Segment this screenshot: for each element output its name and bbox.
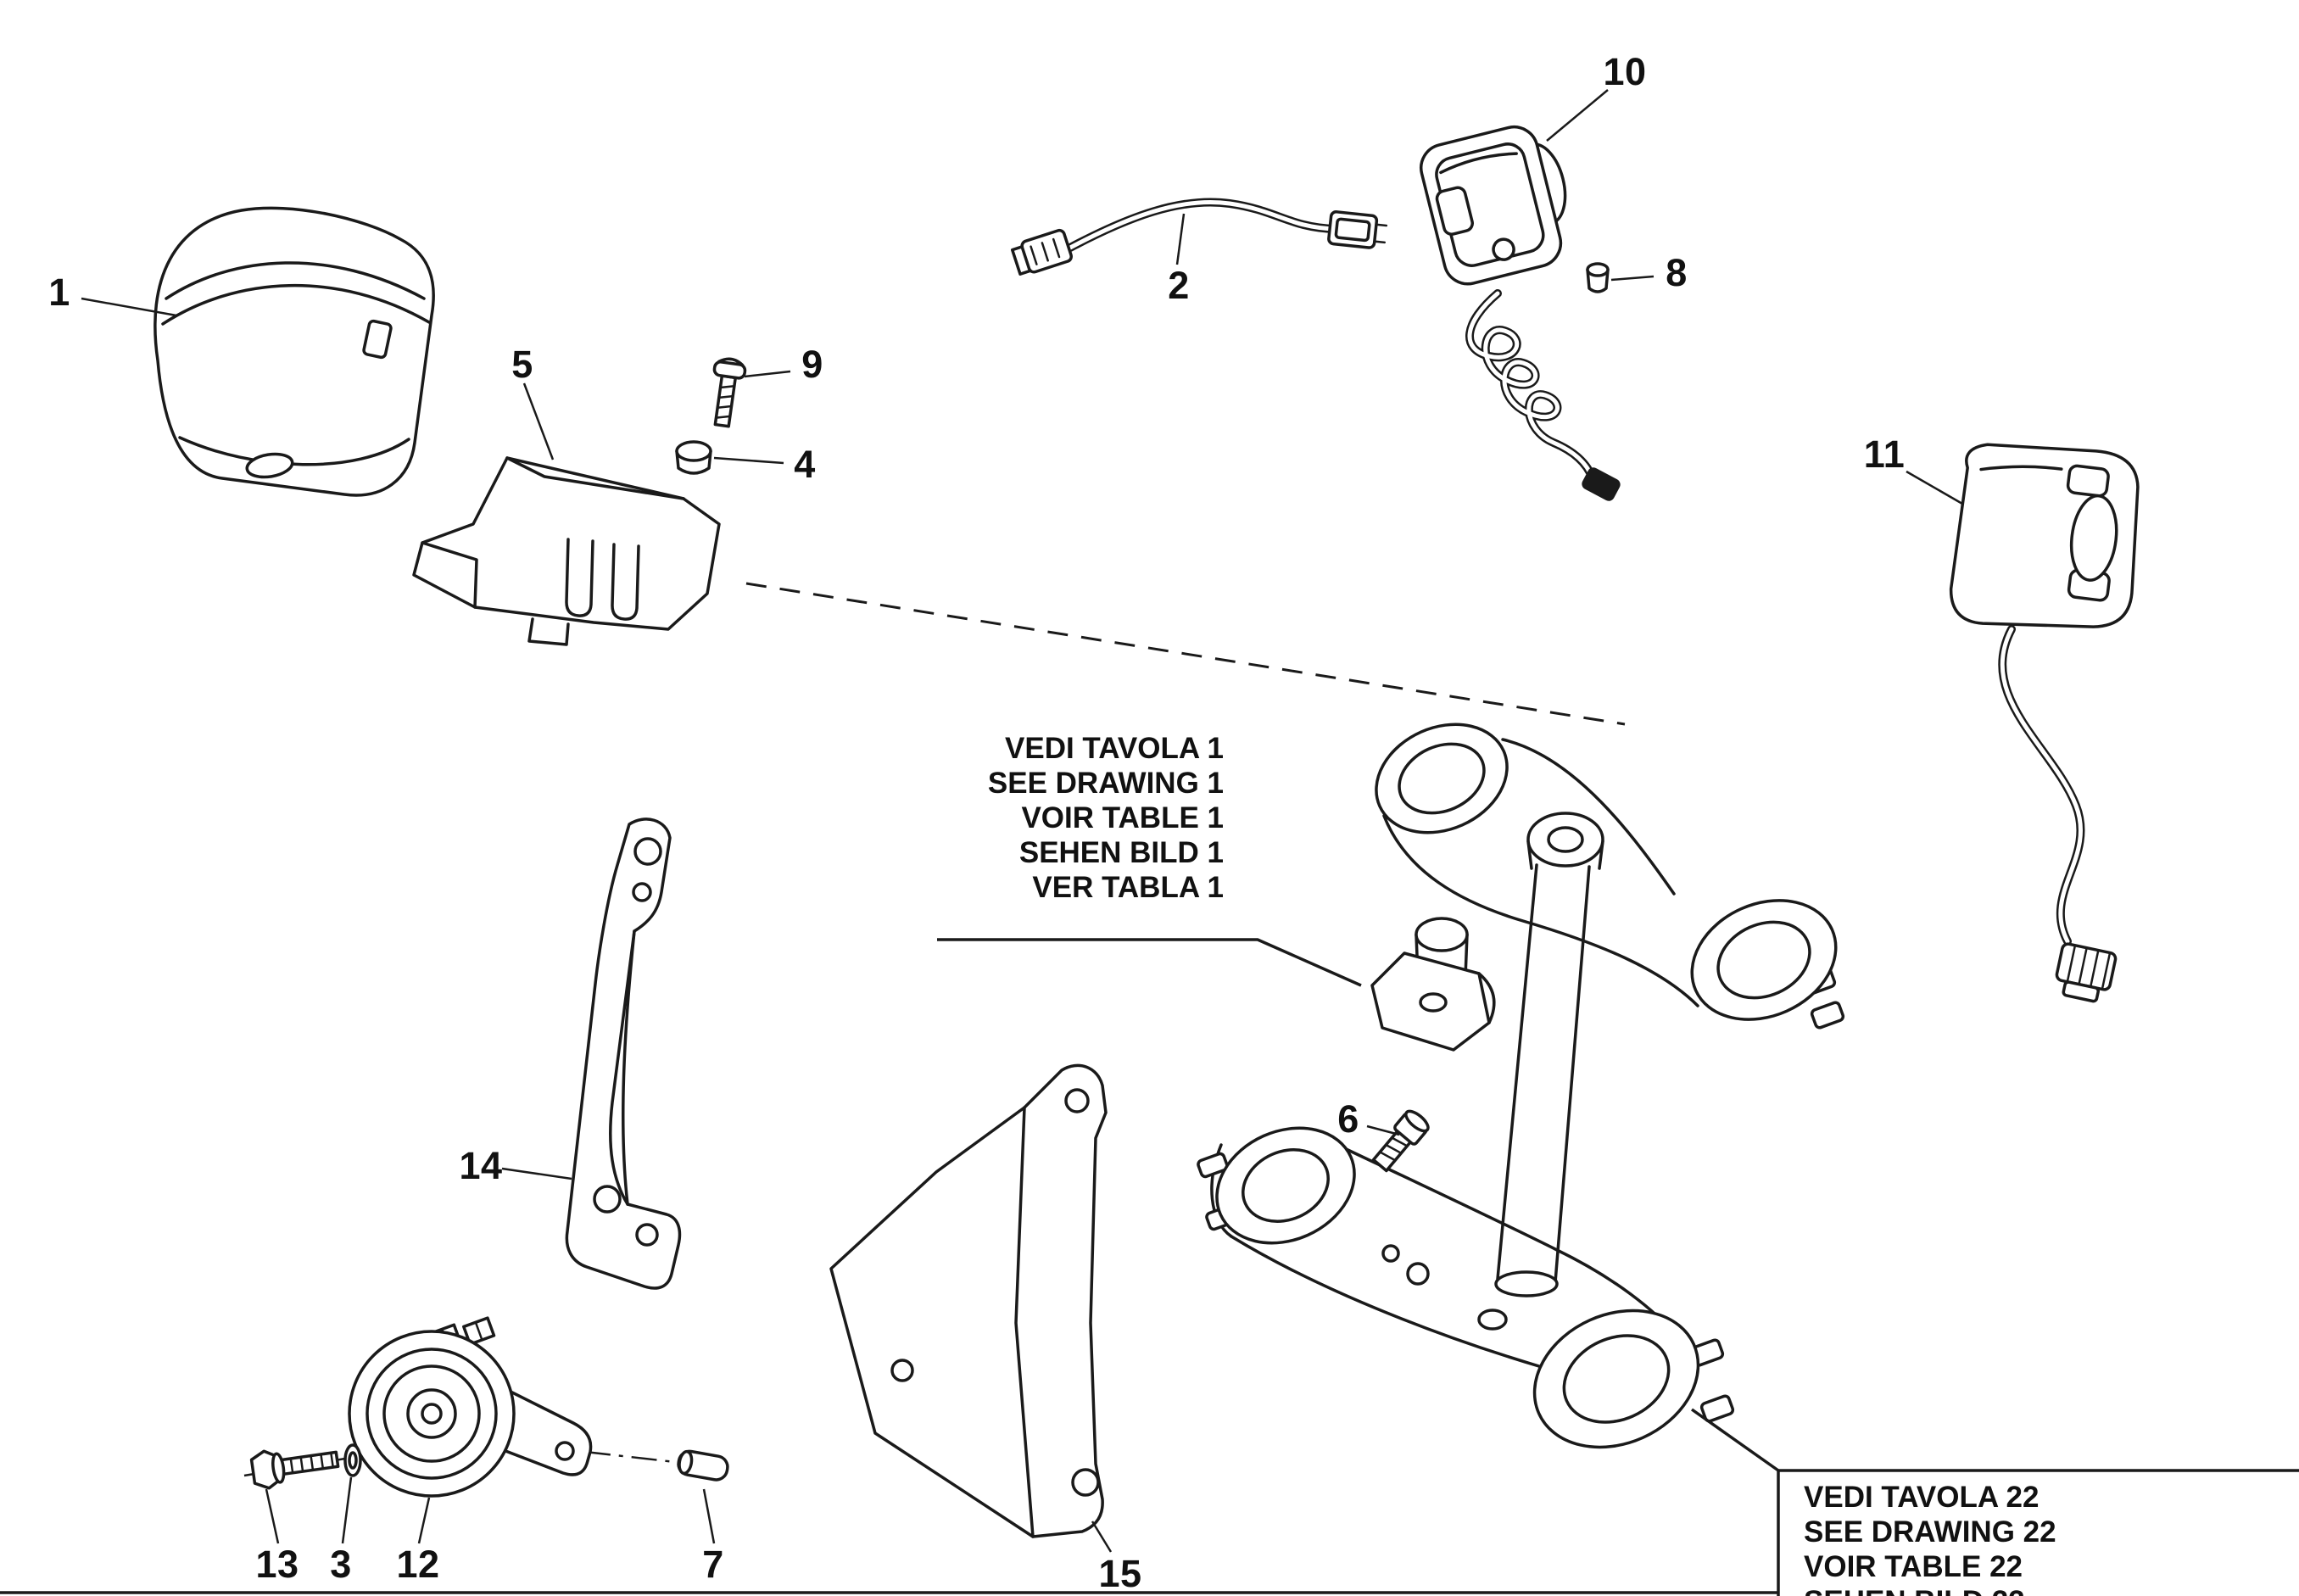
part-5-bracket bbox=[412, 456, 721, 646]
part-label-11: 11 bbox=[1863, 432, 1906, 476]
callout-22-line-de: SEHEN BILD 22 bbox=[1804, 1584, 2056, 1596]
part-label-13: 13 bbox=[255, 1543, 299, 1586]
callout-see-drawing-1: VEDI TAVOLA 1 SEE DRAWING 1 VOIR TABLE 1… bbox=[988, 731, 1224, 905]
ignition-lock-bracket bbox=[1370, 917, 1496, 1052]
part-label-12: 12 bbox=[396, 1543, 440, 1586]
part-label-6: 6 bbox=[1337, 1097, 1359, 1141]
callout-1-line-de: SEHEN BILD 1 bbox=[1018, 836, 1224, 869]
switch-cable-connector bbox=[2055, 942, 2118, 1003]
leader-13 bbox=[265, 1488, 280, 1544]
leader-7 bbox=[702, 1488, 716, 1544]
leader-14 bbox=[501, 1167, 572, 1180]
steering-stem-cap bbox=[1526, 812, 1604, 870]
callout-1-line-it: VEDI TAVOLA 1 bbox=[1005, 732, 1224, 765]
callout-1-line-fr: VOIR TABLE 1 bbox=[1021, 801, 1224, 834]
callout-1-line-es: VER TABLA 1 bbox=[1032, 871, 1224, 904]
top-yoke-left-ring bbox=[1375, 723, 1509, 834]
axis-line-spacer bbox=[584, 1450, 676, 1464]
cable-connector-right bbox=[1327, 210, 1388, 249]
leader-6 bbox=[1366, 1124, 1400, 1136]
part-9-screw bbox=[712, 357, 747, 428]
part-label-2: 2 bbox=[1168, 264, 1190, 307]
callout-22-pointer-line bbox=[1690, 1408, 1780, 1472]
part-label-7: 7 bbox=[702, 1543, 724, 1586]
part-8-fastener bbox=[1586, 262, 1610, 293]
part-label-10: 10 bbox=[1603, 50, 1647, 93]
triple-clamp-assembly bbox=[1197, 723, 1845, 1449]
top-yoke-right-ring bbox=[1690, 899, 1845, 1030]
part-label-8: 8 bbox=[1666, 251, 1688, 294]
leader-9 bbox=[744, 370, 791, 378]
part-label-3: 3 bbox=[330, 1543, 352, 1586]
leader-3 bbox=[341, 1476, 353, 1544]
callout-22-line-fr: VOIR TABLE 22 bbox=[1804, 1550, 2023, 1583]
part-label-5: 5 bbox=[511, 343, 533, 386]
part-label-14: 14 bbox=[459, 1144, 503, 1187]
leader-15 bbox=[1091, 1521, 1113, 1553]
part-2-cable bbox=[1010, 198, 1388, 276]
leader-8 bbox=[1610, 275, 1654, 282]
leader-lines bbox=[81, 89, 1963, 1553]
part-11-switch bbox=[1949, 443, 2140, 1003]
leader-5 bbox=[522, 382, 555, 460]
cable-connector-left bbox=[1010, 228, 1073, 276]
part-label-15: 15 bbox=[1098, 1552, 1142, 1595]
part-14-bracket bbox=[565, 818, 682, 1290]
callout-1-line-en: SEE DRAWING 1 bbox=[987, 767, 1224, 800]
part-10-switch bbox=[1420, 125, 1621, 501]
leader-2 bbox=[1175, 213, 1186, 265]
wire-end-connector bbox=[1582, 467, 1621, 501]
part-3-washer bbox=[343, 1443, 362, 1477]
callout-22-line-it: VEDI TAVOLA 22 bbox=[1804, 1481, 2040, 1514]
bottom-yoke-right-ring bbox=[1532, 1309, 1735, 1449]
leader-10 bbox=[1546, 89, 1609, 142]
leader-11 bbox=[1906, 470, 1963, 505]
part-13-bolt bbox=[249, 1449, 340, 1490]
part-label-4: 4 bbox=[794, 443, 816, 486]
part-label-1: 1 bbox=[48, 271, 70, 314]
part-label-9: 9 bbox=[801, 343, 823, 386]
construction-line-dashed bbox=[745, 582, 1626, 726]
part-7-spacer bbox=[677, 1449, 729, 1482]
part-4-grommet bbox=[675, 440, 712, 475]
leader-4 bbox=[713, 456, 784, 465]
leader-1 bbox=[81, 297, 177, 317]
callout-1-pointer-line bbox=[937, 938, 1362, 987]
part-6-bolt bbox=[1371, 1109, 1430, 1173]
bottom-yoke-left-ring bbox=[1197, 1126, 1356, 1245]
part-15-bracket bbox=[829, 1063, 1108, 1538]
callout-see-drawing-22: VEDI TAVOLA 22 SEE DRAWING 22 VOIR TABLE… bbox=[1804, 1480, 2056, 1596]
callout-22-line-en: SEE DRAWING 22 bbox=[1804, 1515, 2056, 1549]
part-12-horn bbox=[348, 1316, 593, 1498]
leader-12 bbox=[417, 1497, 431, 1544]
part-1-instrument-unit bbox=[153, 206, 435, 497]
callout-22-box-border bbox=[1777, 1469, 2299, 1596]
